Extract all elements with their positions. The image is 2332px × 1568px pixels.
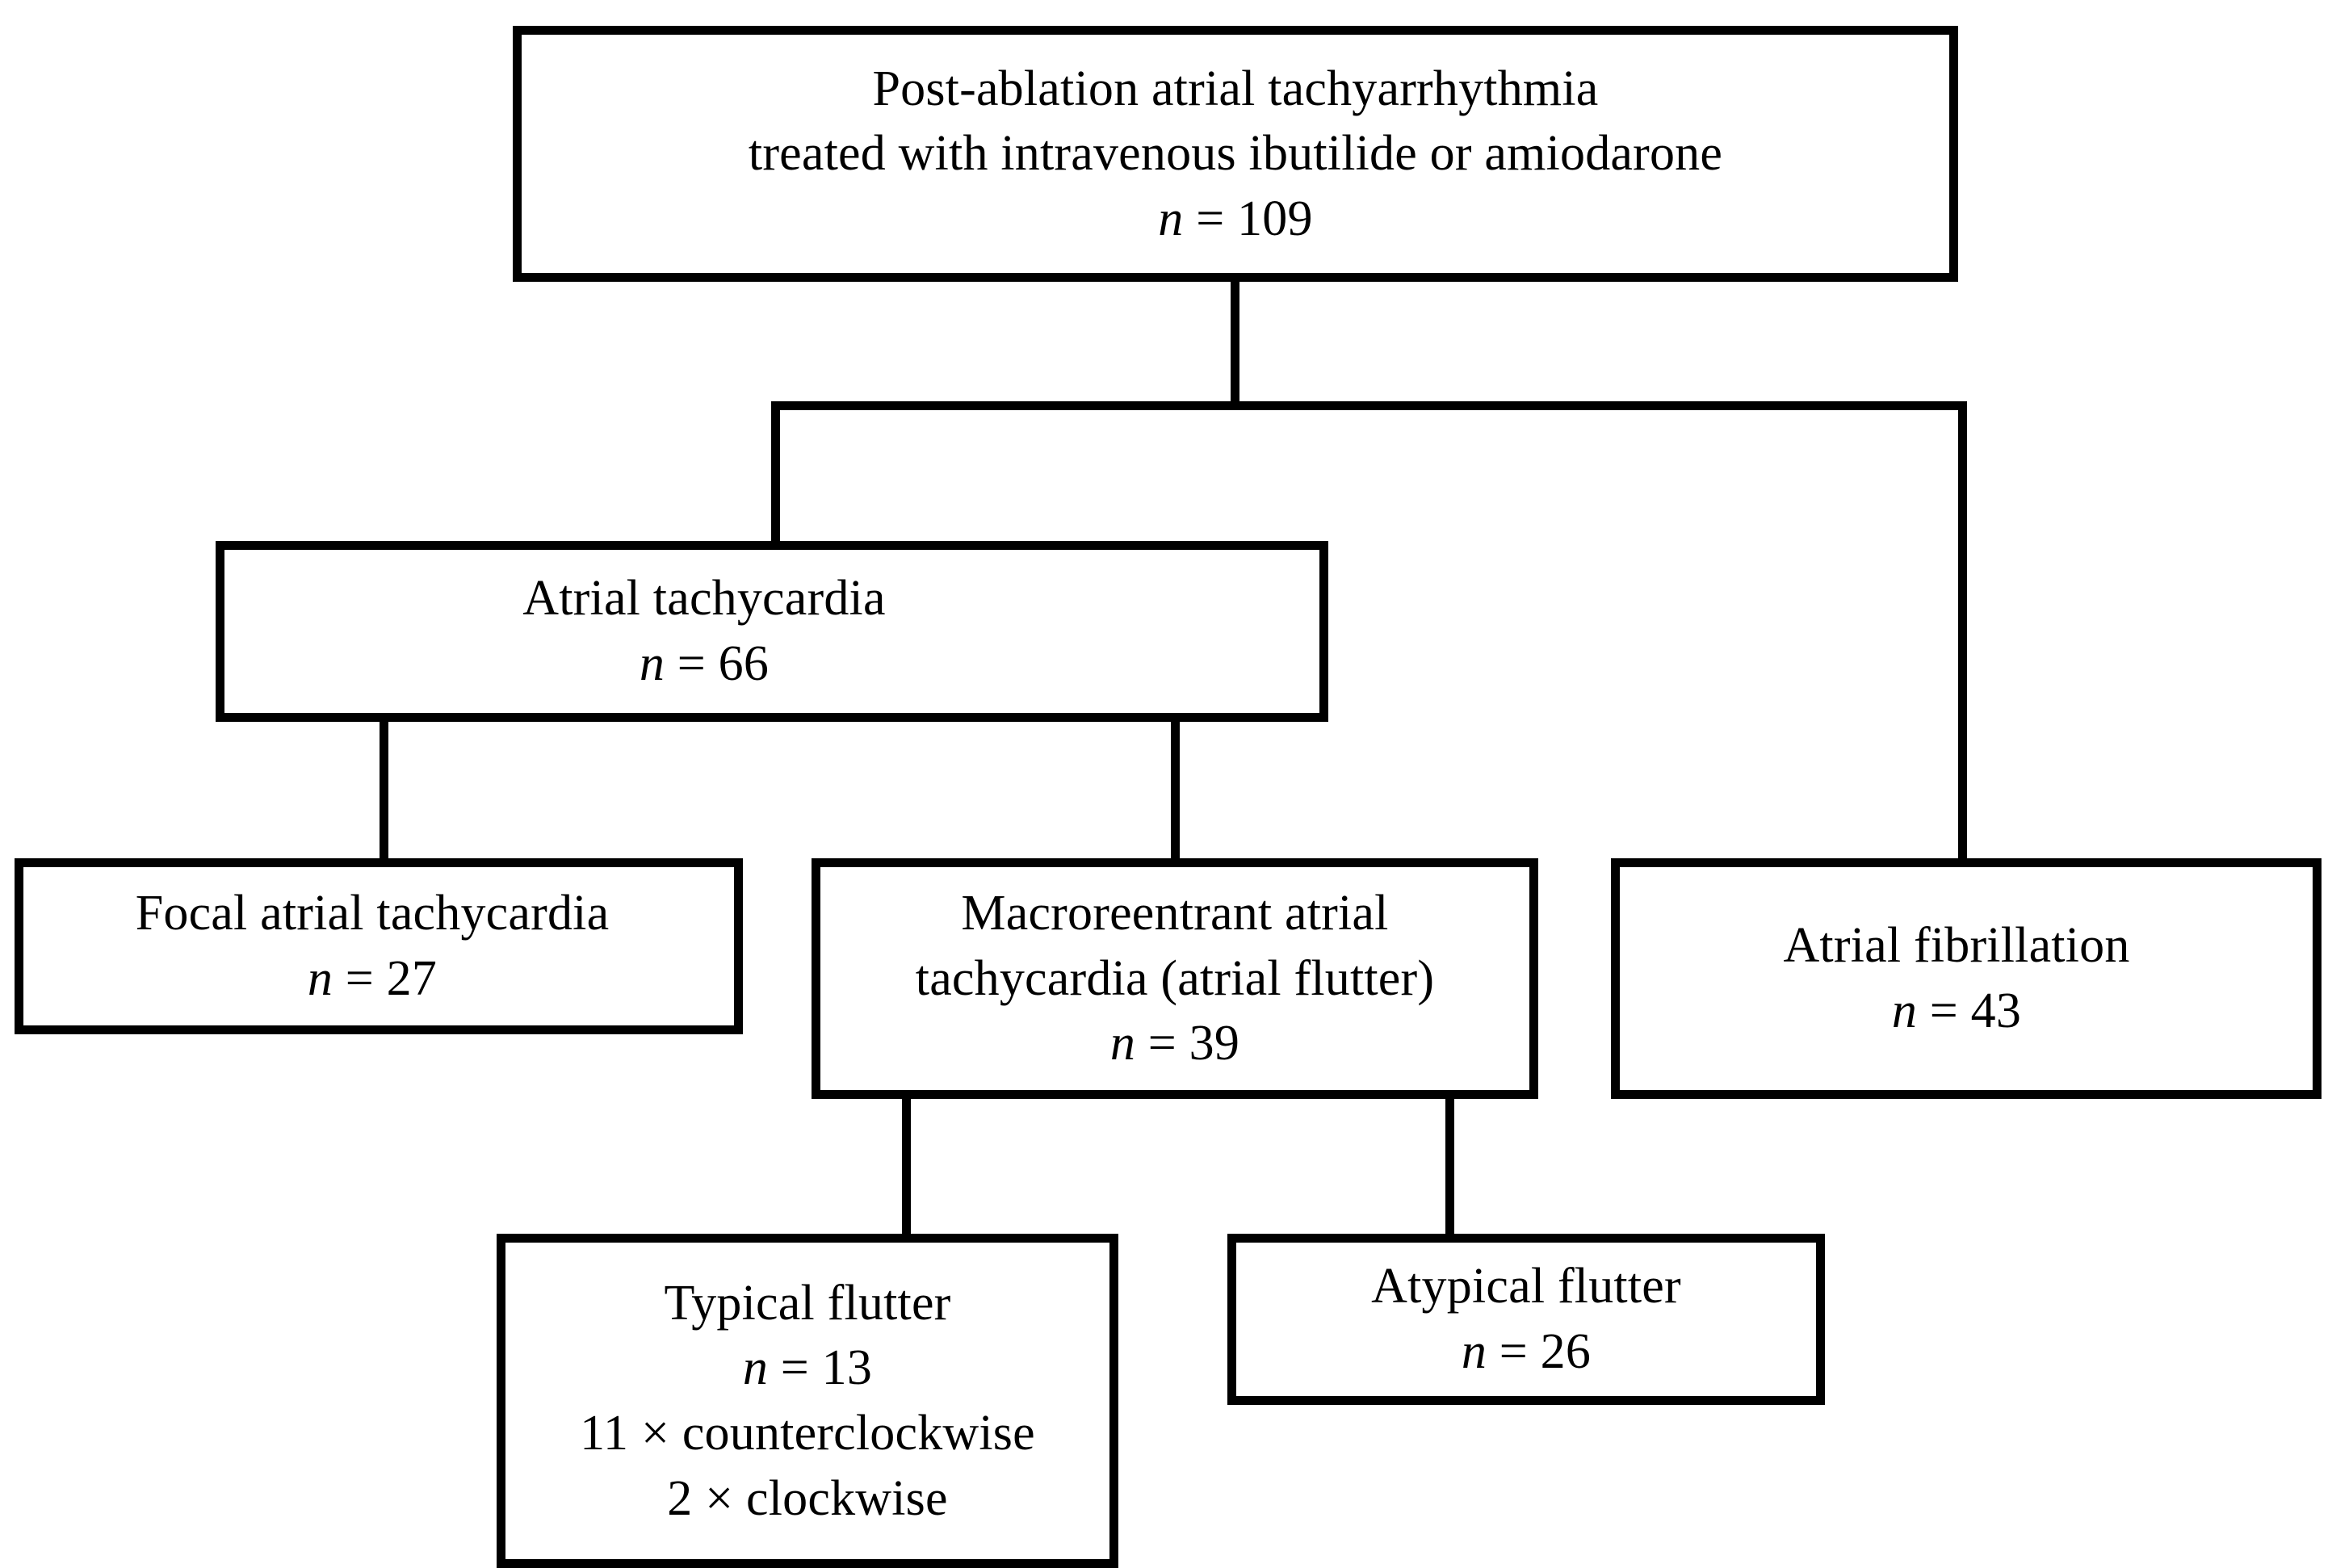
node-macro-count: n = 39: [916, 1011, 1434, 1076]
connector-macroreentrant-to-atypical-flutter: [1445, 1094, 1454, 1239]
node-root-count: n = 109: [749, 187, 1722, 252]
node-atrial-tachycardia-count: n = 66: [522, 631, 885, 697]
node-atypical-flutter-count: n = 26: [1371, 1319, 1681, 1385]
node-atrial-tachycardia-n-value: = 66: [665, 636, 770, 691]
node-macro-line-1: Macroreentrant atrial: [961, 886, 1389, 941]
node-atypical-flutter-text-stack: Atypical flutter n = 26: [1371, 1254, 1681, 1384]
node-typical-flutter-text-stack: Typical flutter n = 13 11 × counterclock…: [580, 1271, 1035, 1531]
connector-atrial-tachycardia-to-macroreentrant: [1171, 716, 1180, 863]
node-atrial-tachycardia-n-symbol: n: [639, 636, 665, 691]
node-atypical-flutter: Atypical flutter n = 26: [1227, 1234, 1825, 1405]
node-atrial-tachycardia-line-1: Atrial tachycardia: [522, 571, 886, 627]
node-macro-n-value: = 39: [1135, 1016, 1240, 1071]
node-typical-flutter-line-1: Typical flutter: [664, 1275, 951, 1331]
node-typical-flutter-count: n = 13: [580, 1335, 1035, 1401]
node-macro-n-symbol: n: [1109, 1016, 1136, 1071]
node-post-ablation-atrial-tachyarrhythmia: Post-ablation atrial tachyarrhythmia tre…: [513, 26, 1958, 282]
node-macroreentrant-atrial-tachycardia: Macroreentrant atrial tachycardia (atria…: [812, 858, 1538, 1099]
node-atrial-fibrillation: Atrial fibrillation n = 43: [1611, 858, 2322, 1099]
node-atrial-fibrillation-text-stack: Atrial fibrillation n = 43: [1783, 913, 2129, 1043]
connector-root-to-atrial-fibrillation: [1958, 401, 1967, 863]
node-macro-text-stack: Macroreentrant atrial tachycardia (atria…: [916, 881, 1434, 1076]
node-root-text-stack: Post-ablation atrial tachyarrhythmia tre…: [749, 57, 1722, 252]
node-root-n-symbol: n: [1158, 191, 1184, 246]
node-focal-n-symbol: n: [307, 951, 333, 1006]
node-focal-count: n = 27: [136, 946, 610, 1012]
node-atrial-fibrillation-n-value: = 43: [1917, 983, 2022, 1038]
node-typical-flutter-line-4: 2 × clockwise: [667, 1470, 948, 1526]
node-atypical-flutter-n-symbol: n: [1461, 1324, 1487, 1379]
node-typical-flutter-n-symbol: n: [742, 1340, 769, 1396]
node-typical-flutter-line-3: 11 × counterclockwise: [580, 1406, 1035, 1461]
node-focal-n-value: = 27: [333, 951, 438, 1006]
connector-atrial-tachycardia-to-focal: [380, 716, 388, 863]
node-atrial-fibrillation-line-1: Atrial fibrillation: [1783, 918, 2130, 974]
node-focal-line-1: Focal atrial tachycardia: [135, 886, 610, 941]
node-atrial-tachycardia-text-stack: Atrial tachycardia n = 66: [522, 566, 885, 696]
node-atypical-flutter-line-1: Atypical flutter: [1371, 1259, 1681, 1314]
connector-root-to-atrial-tachycardia: [771, 401, 780, 547]
node-atrial-fibrillation-n-symbol: n: [1891, 983, 1918, 1038]
node-atrial-tachycardia: Atrial tachycardia n = 66: [216, 541, 1328, 722]
node-focal-atrial-tachycardia: Focal atrial tachycardia n = 27: [15, 858, 743, 1034]
node-atrial-fibrillation-count: n = 43: [1783, 979, 2129, 1044]
node-focal-text-stack: Focal atrial tachycardia n = 27: [136, 881, 610, 1011]
node-typical-flutter: Typical flutter n = 13 11 × counterclock…: [497, 1234, 1118, 1568]
connector-macroreentrant-to-typical-flutter: [902, 1094, 911, 1239]
node-atypical-flutter-n-value: = 26: [1487, 1324, 1592, 1379]
node-root-n-value: = 109: [1183, 191, 1313, 246]
node-typical-flutter-n-value: = 13: [768, 1340, 873, 1396]
connector-root-split-bar: [771, 401, 1967, 410]
node-root-line-1: Post-ablation atrial tachyarrhythmia: [872, 61, 1599, 116]
connector-root-down: [1231, 278, 1239, 409]
node-root-line-2: treated with intravenous ibutilide or am…: [748, 126, 1723, 182]
node-macro-line-2: tachycardia (atrial flutter): [915, 950, 1435, 1006]
